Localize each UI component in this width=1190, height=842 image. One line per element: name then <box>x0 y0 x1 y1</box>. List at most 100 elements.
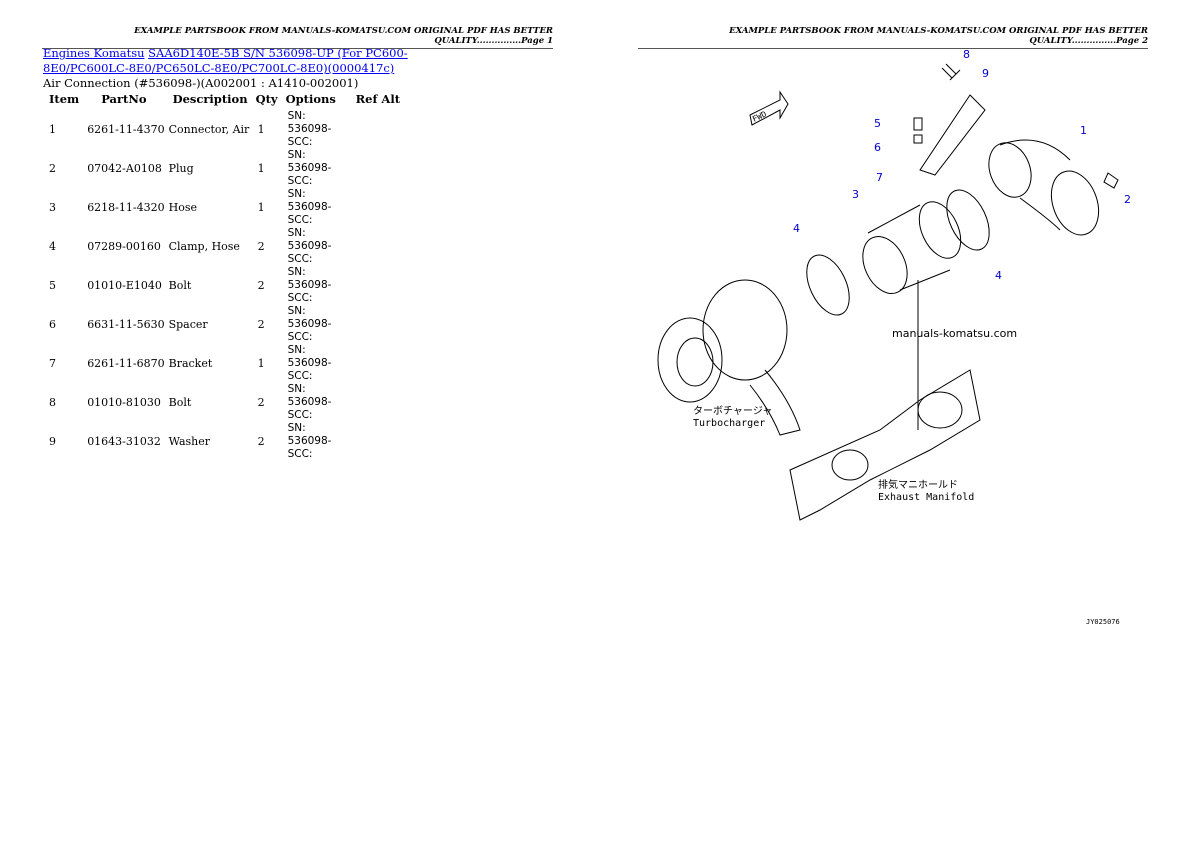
callout-3: 3 <box>852 188 859 201</box>
connector-air <box>1050 170 1100 236</box>
cell-options: SN: 536098-SCC: <box>287 422 332 460</box>
cell-qty: 2 <box>257 240 265 253</box>
cell-partno: 6631-11-5630 <box>87 318 165 331</box>
col-description: Description <box>172 92 248 106</box>
turbocharger <box>657 317 723 403</box>
breadcrumb-engines-link[interactable]: Engines Komatsu <box>43 46 145 60</box>
bolt <box>941 63 961 81</box>
cell-item: 2 <box>49 162 56 175</box>
cell-item: 6 <box>49 318 56 331</box>
cell-options: SN: 536098-SCC: <box>287 344 332 382</box>
clamp <box>806 254 850 316</box>
cell-description: Bracket <box>168 357 213 370</box>
breadcrumb-model-link[interactable]: SAA6D140E-5B S/N 536098-UP (For PC600-8E… <box>43 46 408 75</box>
hose <box>862 236 908 294</box>
cell-refalt <box>350 149 406 188</box>
cell-qty: 2 <box>257 318 265 331</box>
cell-partno: 6218-11-4320 <box>87 201 165 214</box>
bracket <box>919 94 986 176</box>
callout-4: 4 <box>793 222 800 235</box>
table-row: 8 01010-81030 Bolt 2 SN: 536098-SCC: <box>43 383 406 422</box>
cell-item: 4 <box>49 240 56 253</box>
clamp <box>946 189 990 251</box>
cell-refalt <box>350 383 406 422</box>
cell-options: SN: 536098-SCC: <box>287 266 332 304</box>
table-row: 4 07289-00160 Clamp, Hose 2 SN: 536098-SCC: <box>43 227 406 266</box>
cell-refalt <box>350 110 406 149</box>
cell-options: SN: 536098-SCC: <box>287 227 332 265</box>
turbo-label-jp: ターボチャージャ <box>693 405 772 417</box>
cell-item: 7 <box>49 357 56 370</box>
cell-qty: 1 <box>257 357 265 370</box>
turbo-label: Turbocharger <box>693 418 765 429</box>
cell-partno: 07042-A0108 <box>87 162 162 175</box>
cell-options: SN: 536098-SCC: <box>287 383 332 421</box>
cell-description: Spacer <box>168 318 208 331</box>
breadcrumb: Engines Komatsu SAA6D140E-5B S/N 536098-… <box>43 46 463 91</box>
cell-description: Plug <box>168 162 194 175</box>
cell-options: SN: 536098-SCC: <box>287 305 332 343</box>
cell-qty: 2 <box>257 279 265 292</box>
callout-2: 2 <box>1124 193 1131 206</box>
section-subtitle: Air Connection (#536098-)(A002001 : A141… <box>43 76 359 90</box>
manifold-label-jp: 排気マニホールド <box>878 478 958 491</box>
cell-partno: 01010-81030 <box>87 396 161 409</box>
callout-9: 9 <box>982 67 989 80</box>
cell-qty: 2 <box>257 435 265 448</box>
callout-5: 5 <box>874 117 881 130</box>
callout-4: 4 <box>995 269 1002 282</box>
table-row: 2 07042-A0108 Plug 1 SN: 536098-SCC: <box>43 149 406 188</box>
cell-item: 3 <box>49 201 56 214</box>
fwd-label: FWD <box>751 109 768 123</box>
exhaust-manifold <box>789 369 981 521</box>
col-qty: Qty <box>255 92 278 106</box>
cell-refalt <box>350 266 406 305</box>
cell-refalt <box>350 227 406 266</box>
cell-refalt <box>350 422 406 461</box>
page1-header: EXAMPLE PARTSBOOK FROM MANUALS-KOMATSU.C… <box>42 26 553 49</box>
cell-partno: 6261-11-4370 <box>87 123 165 136</box>
cell-qty: 2 <box>257 396 265 409</box>
callout-6: 6 <box>874 141 881 154</box>
cell-refalt <box>350 344 406 383</box>
cell-options: SN: 536098-SCC: <box>287 110 332 148</box>
callout-7: 7 <box>876 171 883 184</box>
cell-item: 8 <box>49 396 56 409</box>
cell-description: Connector, Air <box>168 123 250 136</box>
cell-description: Hose <box>168 201 197 214</box>
cell-item: 1 <box>49 123 56 136</box>
cell-description: Bolt <box>168 396 192 409</box>
cell-partno: 01010-E1040 <box>87 279 162 292</box>
cell-description: Bolt <box>168 279 192 292</box>
cell-description: Clamp, Hose <box>168 240 240 253</box>
table-row: 9 01643-31032 Washer 2 SN: 536098-SCC: <box>43 422 406 461</box>
cell-refalt <box>350 305 406 344</box>
callout-1: 1 <box>1080 124 1087 137</box>
col-options: Options <box>285 92 336 106</box>
cell-partno: 07289-00160 <box>87 240 161 253</box>
cell-item: 9 <box>49 435 56 448</box>
drawing-code: JY025076 <box>1086 618 1120 626</box>
cell-qty: 1 <box>257 162 265 175</box>
cell-qty: 1 <box>257 123 265 136</box>
manifold-label: Exhaust Manifold <box>878 492 974 503</box>
parts-table: Item PartNo Description Qty Options Ref … <box>43 90 406 461</box>
cell-options: SN: 536098-SCC: <box>287 149 332 187</box>
table-row: 5 01010-E1040 Bolt 2 SN: 536098-SCC: <box>43 266 406 305</box>
cell-options: SN: 536098-SCC: <box>287 188 332 226</box>
cell-item: 5 <box>49 279 56 292</box>
callout-8: 8 <box>963 48 970 61</box>
col-partno: PartNo <box>101 92 147 106</box>
col-item: Item <box>49 92 80 106</box>
cell-description: Washer <box>168 435 211 448</box>
page2-header: EXAMPLE PARTSBOOK FROM MANUALS-KOMATSU.C… <box>638 26 1148 49</box>
cell-qty: 1 <box>257 201 265 214</box>
fwd-arrow-icon <box>749 90 789 126</box>
cell-partno: 01643-31032 <box>87 435 161 448</box>
cell-refalt <box>350 188 406 227</box>
col-refalt: Ref Alt <box>355 92 401 106</box>
